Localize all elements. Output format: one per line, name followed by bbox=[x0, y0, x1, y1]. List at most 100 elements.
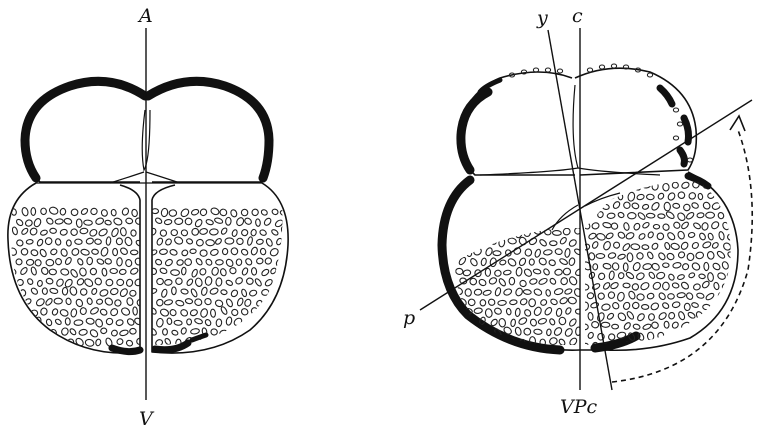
yolk-granule bbox=[698, 232, 706, 241]
yolk-granule bbox=[64, 256, 72, 265]
left-vegetal-blastomere-left bbox=[8, 183, 140, 353]
yolk-granule bbox=[250, 229, 256, 236]
yolk-granule bbox=[71, 247, 80, 256]
yolk-granule bbox=[60, 229, 68, 236]
yolk-granule bbox=[677, 292, 686, 298]
yolk-granule bbox=[251, 267, 257, 275]
yolk-granule bbox=[199, 268, 207, 276]
yolk-granule bbox=[255, 338, 263, 346]
yolk-granule bbox=[100, 247, 109, 257]
yolk-granule bbox=[113, 248, 118, 255]
yolk-granule bbox=[718, 292, 723, 299]
yolk-granule bbox=[688, 191, 697, 200]
yolk-granule bbox=[608, 291, 615, 298]
yolk-granule bbox=[20, 248, 28, 256]
animal-granule bbox=[557, 69, 562, 73]
yolk-granule bbox=[588, 312, 594, 320]
yolk-granule bbox=[149, 228, 157, 236]
yolk-granule bbox=[498, 300, 507, 306]
yolk-granule bbox=[230, 209, 238, 218]
yolk-granule bbox=[90, 207, 99, 216]
yolk-granule bbox=[713, 282, 719, 290]
yolk-granule bbox=[717, 212, 724, 220]
yolk-granule bbox=[180, 208, 190, 218]
yolk-granule bbox=[263, 217, 272, 226]
yolk-granule bbox=[89, 306, 99, 315]
yolk-granule bbox=[46, 278, 54, 285]
yolk-granule bbox=[672, 282, 680, 289]
yolk-granule bbox=[656, 232, 664, 240]
yolk-granule bbox=[125, 218, 133, 225]
yolk-granule bbox=[543, 249, 552, 255]
yolk-granule bbox=[251, 208, 259, 216]
yolk-granule bbox=[211, 267, 219, 276]
yolk-granule bbox=[538, 257, 548, 266]
yolk-granule bbox=[558, 338, 566, 346]
yolk-granule bbox=[518, 257, 527, 266]
yolk-granule bbox=[66, 240, 71, 246]
yolk-granule bbox=[672, 301, 681, 308]
yolk-granule bbox=[543, 268, 551, 276]
yolk-granule bbox=[86, 318, 95, 325]
yolk-granule bbox=[49, 269, 56, 275]
yolk-granule bbox=[668, 312, 675, 319]
yolk-granule bbox=[75, 239, 83, 245]
yolk-granule bbox=[117, 258, 123, 266]
right-upper-cleavage bbox=[573, 85, 578, 168]
yolk-granule bbox=[727, 332, 736, 341]
yolk-granule bbox=[545, 289, 551, 296]
yolk-granule bbox=[463, 269, 471, 276]
yolk-granule bbox=[244, 318, 254, 328]
yolk-granule bbox=[205, 258, 213, 266]
yolk-granule bbox=[21, 327, 30, 336]
yolk-granule bbox=[196, 239, 204, 246]
yolk-granule bbox=[231, 229, 238, 237]
yolk-granule bbox=[244, 257, 252, 266]
yolk-granule bbox=[685, 211, 695, 220]
yolk-granule bbox=[172, 287, 177, 295]
yolk-granule bbox=[636, 312, 645, 322]
yolk-granule bbox=[130, 267, 139, 275]
yolk-granule bbox=[691, 302, 699, 308]
yolk-granule bbox=[85, 338, 95, 347]
label-animal-pole: A bbox=[137, 5, 153, 27]
yolk-granule bbox=[564, 327, 574, 337]
yolk-granule bbox=[648, 313, 654, 320]
yolk-granule bbox=[90, 268, 97, 276]
left-embryo: A V bbox=[8, 5, 289, 427]
yolk-granule bbox=[79, 329, 88, 336]
yolk-granule bbox=[608, 334, 615, 341]
yolk-granule bbox=[180, 308, 189, 317]
yolk-granule bbox=[680, 221, 689, 230]
yolk-granule bbox=[110, 329, 118, 337]
yolk-granule bbox=[574, 268, 584, 277]
yolk-granule bbox=[554, 269, 562, 276]
yolk-granule bbox=[678, 311, 686, 321]
yolk-granule bbox=[556, 308, 563, 317]
yolk-granule bbox=[582, 183, 590, 189]
yolk-granule bbox=[126, 297, 133, 306]
yolk-granule bbox=[200, 308, 209, 318]
yolk-granule bbox=[60, 248, 68, 257]
yolk-granule bbox=[201, 287, 208, 296]
yolk-granule bbox=[51, 308, 58, 316]
yolk-granule bbox=[271, 329, 279, 335]
yolk-granule bbox=[574, 248, 583, 256]
yolk-granule bbox=[470, 239, 477, 245]
yolk-granule bbox=[256, 239, 264, 245]
yolk-granule bbox=[95, 217, 105, 225]
yolk-granule bbox=[181, 249, 189, 257]
yolk-granule bbox=[677, 251, 685, 259]
yolk-granule bbox=[70, 268, 79, 278]
yolk-granule bbox=[636, 252, 644, 260]
yolk-granule bbox=[711, 241, 719, 249]
yolk-granule bbox=[24, 317, 33, 326]
yolk-granule bbox=[40, 329, 47, 335]
yolk-granule bbox=[225, 298, 233, 308]
yolk-granule bbox=[564, 248, 570, 257]
yolk-granule bbox=[612, 200, 621, 209]
yolk-granule bbox=[180, 288, 188, 294]
yolk-granule bbox=[195, 257, 203, 265]
yolk-granule bbox=[230, 247, 238, 255]
yolk-granule bbox=[667, 333, 674, 341]
